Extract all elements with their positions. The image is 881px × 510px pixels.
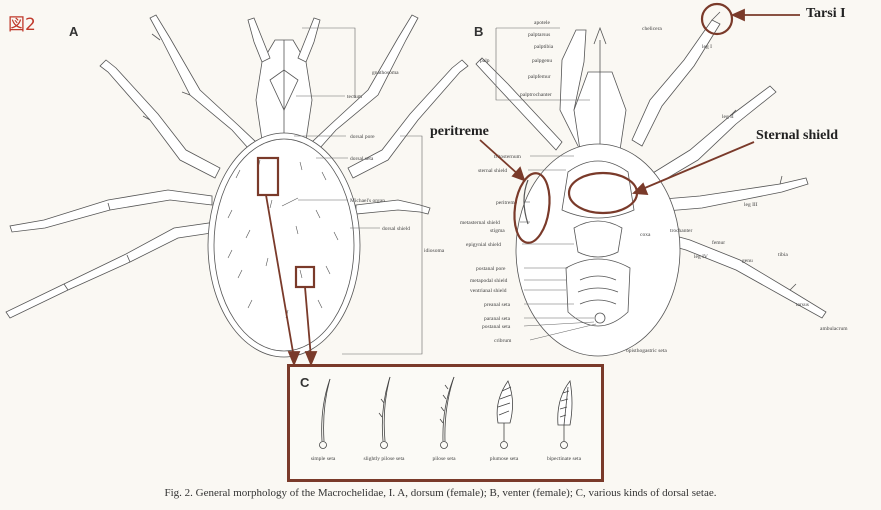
setae-drawing: simple seta slightly pilose seta pilose … xyxy=(290,367,601,479)
venter-drawing xyxy=(476,12,826,356)
label-postanal-pore: postanal pore xyxy=(476,266,506,272)
label-cribrum: cribrum xyxy=(494,338,512,344)
label-michaels-organ: Michael's organ xyxy=(350,198,385,204)
seta-label-plumose: plumose seta xyxy=(490,456,519,462)
label-leg-ii: leg II xyxy=(722,114,734,120)
label-idiosoma: idiosoma xyxy=(424,248,445,254)
seta-label-slightly-pilose: slightly pilose seta xyxy=(364,456,406,462)
seta-label-pilose: pilose seta xyxy=(432,456,456,462)
annotation-tarsi-i: Tarsi I xyxy=(806,6,846,22)
label-sternal-shield: sternal shield xyxy=(478,168,507,174)
figure-caption: Fig. 2. General morphology of the Macroc… xyxy=(0,487,881,499)
label-tarsus: tarsus xyxy=(796,302,809,308)
label-ambulacrum: ambulacrum xyxy=(820,326,848,332)
label-coxa: coxa xyxy=(640,232,651,238)
annotation-peritreme: peritreme xyxy=(430,124,489,140)
palp-labels: apotele palptarsus palptibia palpgenu pa… xyxy=(480,20,554,98)
label-gnathosoma: gnathosoma xyxy=(372,70,399,76)
label-stigma: stigma xyxy=(490,228,505,234)
label-metasternal-shield: metasternal shield xyxy=(460,220,500,226)
label-palp: palp xyxy=(480,58,490,64)
label-epigynial-shield: epigynial shield xyxy=(466,242,501,248)
label-palpfemur: palpfemur xyxy=(528,73,551,80)
label-leg-iii: leg III xyxy=(744,202,758,208)
label-postanal-seta: postanal seta xyxy=(482,324,511,330)
annotation-sternal-shield: Sternal shield xyxy=(756,128,838,144)
ventral-left-labels: tritosternum sternal shield peritreme me… xyxy=(460,154,522,344)
dorsum-drawing xyxy=(6,15,468,357)
label-palptarsus: palptarsus xyxy=(528,32,550,38)
idiosoma xyxy=(208,133,360,357)
panel-c-box: C simple seta slightly pilose seta pilos… xyxy=(287,364,604,482)
label-dorsal-shield: dorsal shield xyxy=(382,226,410,232)
label-preanal-seta: preanal seta xyxy=(484,302,511,308)
label-genu: genu xyxy=(742,258,753,264)
label-palptrochanter: palptrochanter xyxy=(520,92,552,98)
label-dorsal-pore: dorsal pore xyxy=(350,134,375,140)
label-ventrianal-shield: ventrianal shield xyxy=(470,288,507,294)
label-leg-i: leg I xyxy=(702,44,712,50)
label-leg-iv: leg IV xyxy=(694,254,708,260)
label-dorsal-seta: dorsal seta xyxy=(350,156,374,162)
label-trochanter: trochanter xyxy=(670,228,692,234)
label-opisthogastric-seta: opisthogastric seta xyxy=(626,348,667,354)
label-metapodal-shield: metapodal shield xyxy=(470,278,508,284)
label-paranal-seta: paranal seta xyxy=(484,316,511,322)
seta-label-simple: simple seta xyxy=(311,456,336,462)
label-femur: femur xyxy=(712,239,725,246)
label-chelicera: chelicera xyxy=(642,26,662,32)
label-palpgenu: palpgenu xyxy=(532,58,552,64)
gnathosoma xyxy=(248,18,320,140)
seta-label-bipectinate: bipectinate seta xyxy=(547,456,582,462)
label-apotele: apotele xyxy=(534,20,550,26)
label-palptibia: palptibia xyxy=(534,44,554,50)
label-tectum: tectum xyxy=(347,94,363,100)
label-tibia: tibia xyxy=(778,252,788,258)
